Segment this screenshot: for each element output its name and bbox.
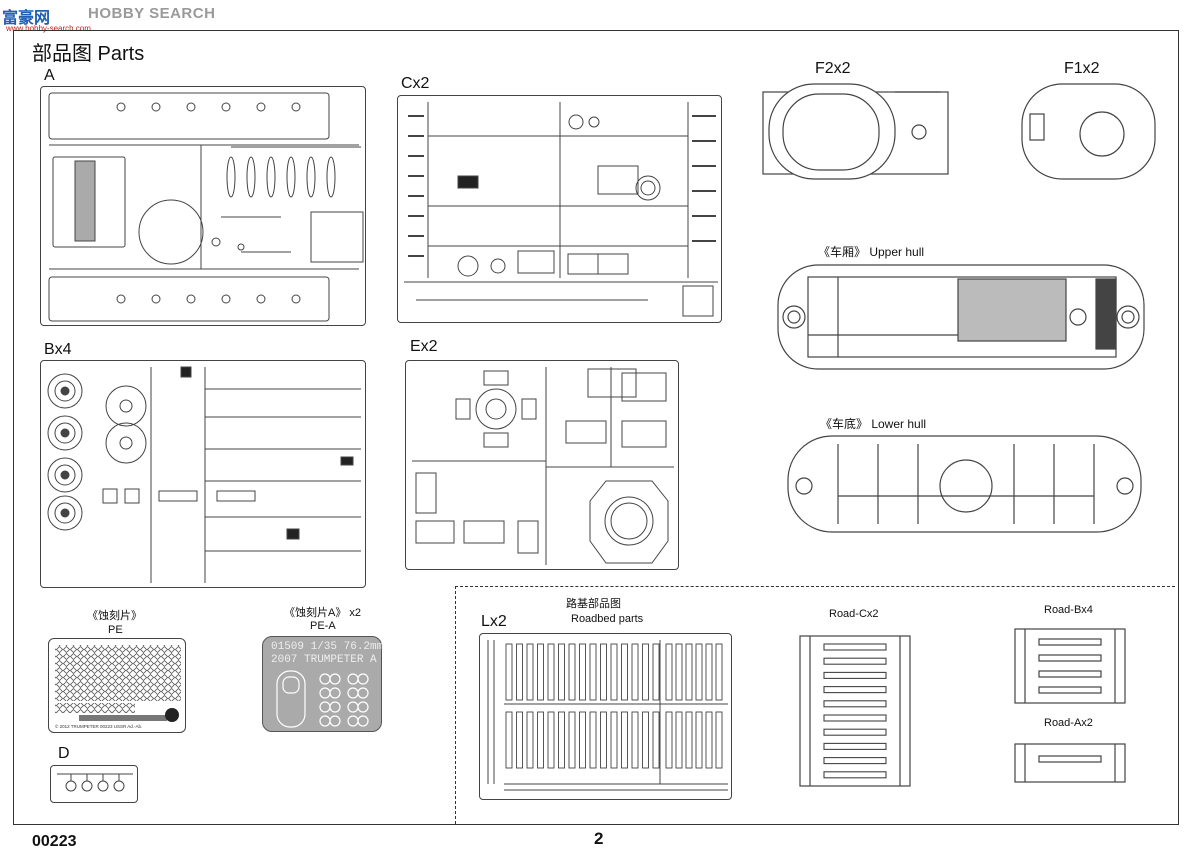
sprue-l	[479, 633, 732, 800]
pe-en-label: PE	[108, 624, 123, 636]
road-a-drawing	[1014, 743, 1126, 783]
pea-en-label: PE-A	[310, 620, 336, 632]
upper-hull-label: 《车厢》 Upper hull	[818, 245, 925, 259]
sprue-f2	[762, 83, 953, 180]
road-a	[1014, 743, 1127, 784]
sprue-b	[40, 360, 366, 588]
sprue-b-label: Bx4	[44, 341, 72, 358]
upper-hull	[777, 264, 1146, 371]
watermark-logo: 富豪网	[2, 10, 51, 27]
upper-hull-drawing	[777, 264, 1145, 370]
sprue-f2-drawing	[762, 83, 949, 180]
road-c-drawing	[799, 635, 911, 787]
watermark-site: HOBBY SEARCH	[88, 5, 216, 22]
sprue-a	[40, 86, 366, 326]
road-b	[1014, 628, 1127, 705]
sprue-e-label: Ex2	[410, 338, 438, 355]
sprue-e-drawing	[412, 367, 674, 565]
pe-footer-text: © 2012 TRUMPETER 00223 USSR Ad.-Ab.	[55, 724, 143, 729]
pea-fret-drawing	[276, 670, 369, 728]
sprue-a-label: A	[44, 67, 55, 84]
sprue-d	[50, 765, 138, 803]
sprue-c-label: Cx2	[401, 75, 430, 92]
pea-line2: 2007 TRUMPETER A	[271, 654, 377, 666]
roadbed-title-en: Roadbed parts	[571, 613, 644, 625]
lower-hull	[787, 435, 1143, 534]
pea-cn-label: 《蚀刻片A》 x2	[284, 607, 362, 619]
roadbed-divider-vertical	[455, 586, 456, 824]
watermark-url: www.hobby-search.com	[6, 24, 91, 33]
sprue-d-label: D	[58, 745, 70, 762]
pea-line1: 01509 1/35 76.2mm	[271, 641, 384, 653]
road-a-label: Road-Ax2	[1044, 717, 1093, 729]
sprue-c-drawing	[404, 102, 718, 317]
road-b-drawing	[1014, 628, 1126, 704]
page-code: 00223	[32, 833, 77, 850]
sprue-d-drawing	[57, 773, 133, 792]
sprue-a-drawing	[48, 92, 364, 322]
sprue-f1-drawing	[1021, 83, 1156, 180]
page-title: 部品图 Parts	[32, 43, 145, 65]
road-c	[799, 635, 912, 788]
lower-hull-label: 《车底》 Lower hull	[820, 417, 927, 431]
sprue-f2-label: F2x2	[815, 60, 851, 77]
sprue-e	[405, 360, 679, 570]
sprue-f1	[1021, 83, 1157, 180]
lower-hull-drawing	[787, 435, 1142, 533]
pe-cn-label: 《蚀刻片》	[87, 610, 142, 622]
pe-fret-drawing	[55, 645, 181, 722]
sprue-f1-label: F1x2	[1064, 60, 1100, 77]
sprue-b-drawing	[47, 366, 361, 583]
page-frame	[13, 30, 1179, 825]
road-b-label: Road-Bx4	[1044, 604, 1093, 616]
roadbed-divider-horizontal	[455, 586, 1175, 587]
pea-fret: 01509 1/35 76.2mm 2007 TRUMPETER A	[262, 636, 384, 732]
road-c-label: Road-Cx2	[829, 608, 879, 620]
page-number: 2	[594, 829, 604, 848]
sprue-c	[397, 95, 722, 323]
sprue-l-label: Lx2	[481, 613, 507, 630]
sprue-l-drawing	[487, 640, 728, 791]
roadbed-title-cn: 路基部品图	[566, 598, 621, 610]
pe-fret: © 2012 TRUMPETER 00223 USSR Ad.-Ab.	[48, 638, 186, 733]
